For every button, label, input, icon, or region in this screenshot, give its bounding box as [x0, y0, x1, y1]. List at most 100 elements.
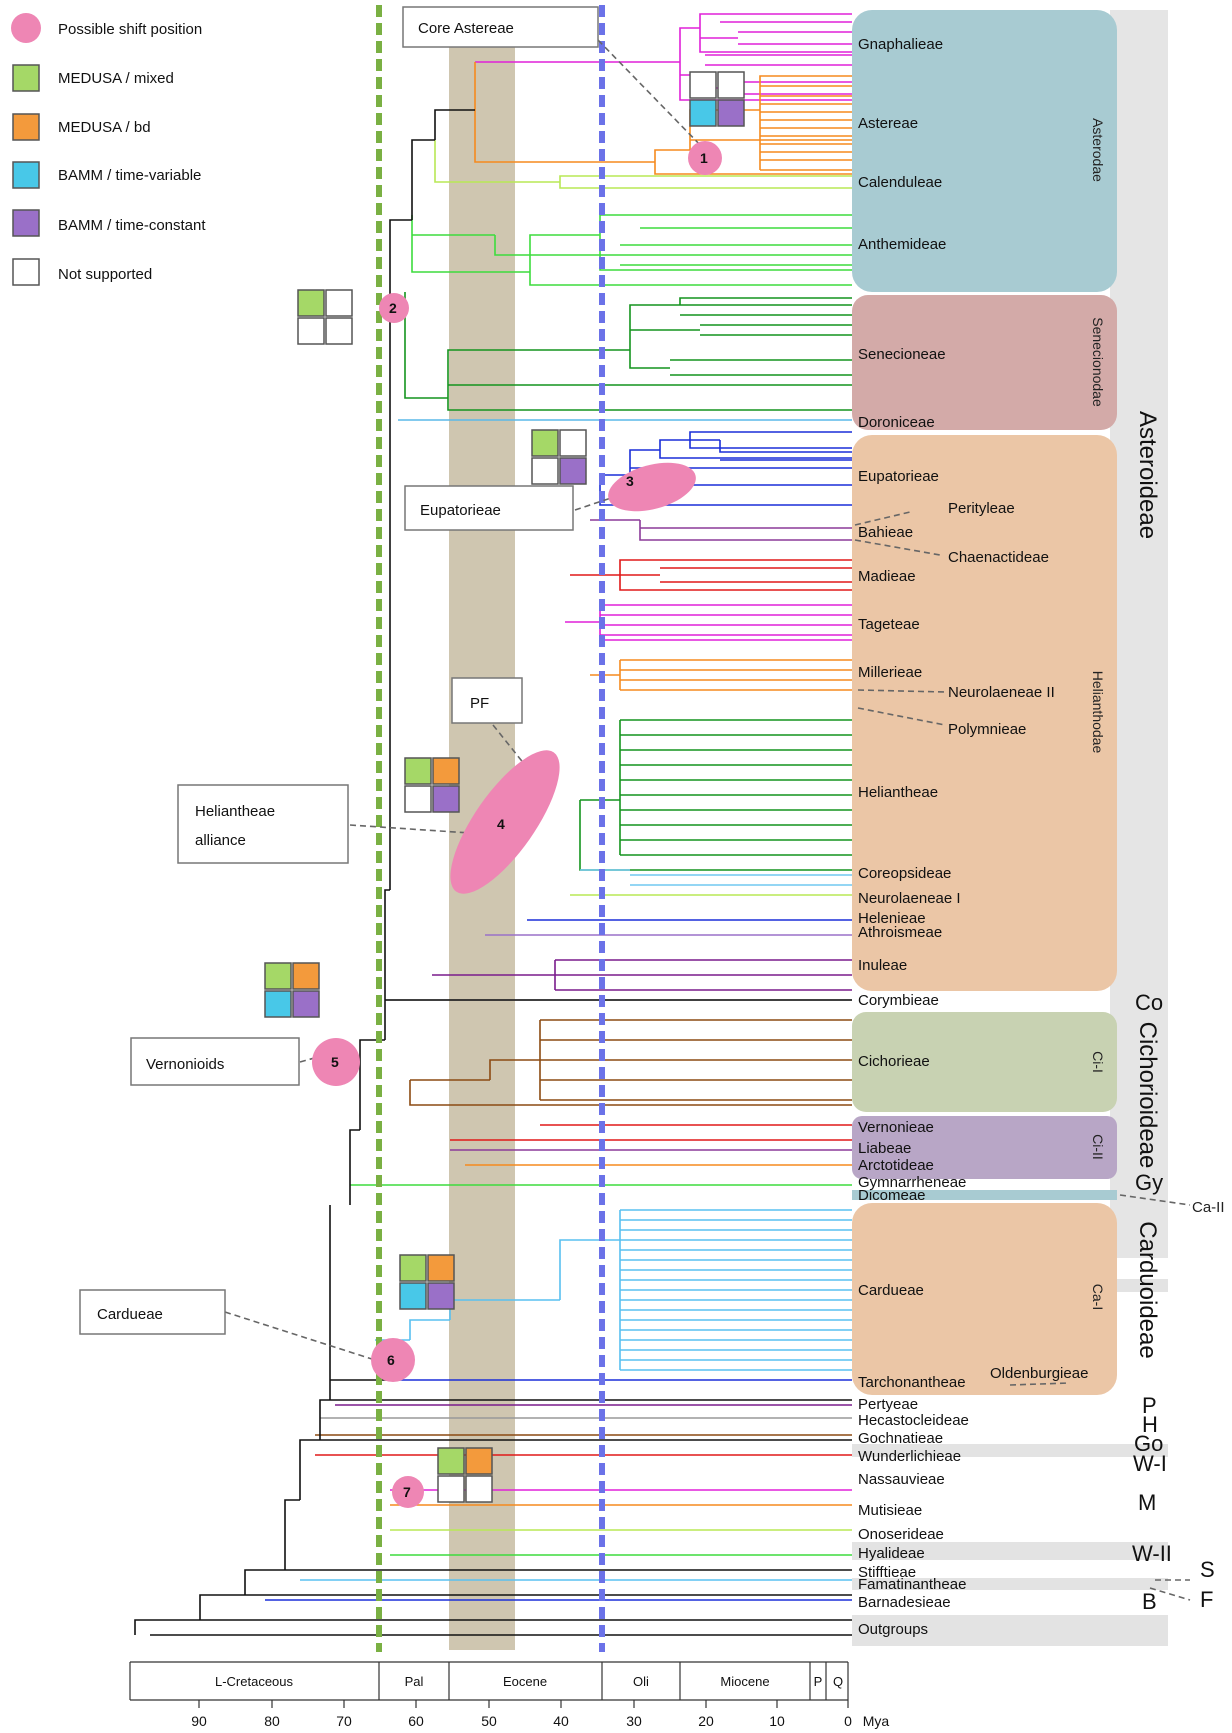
supertribe-senecionodae: Senecionodae [1090, 317, 1106, 407]
tick-60: 60 [408, 1713, 424, 1729]
support-set-7 [437, 1447, 493, 1503]
callout-heliantheae-alliance-line1: Heliantheae [195, 803, 275, 820]
callout-cardueae: Cardueae [97, 1306, 163, 1323]
period-pliocene: P [814, 1674, 823, 1689]
callout-eupatorieae: Eupatorieae [420, 502, 501, 519]
tribe-perityleae: Perityleae [948, 500, 1015, 517]
ca-i-box [852, 1203, 1117, 1395]
shift-number-6: 6 [387, 1352, 395, 1368]
backbone [134, 109, 852, 1636]
supertribe-ca-i: Ca-I [1090, 1284, 1106, 1310]
helianthodae-box [852, 435, 1117, 991]
tribe-onoserideae: Onoserideae [858, 1526, 944, 1543]
legend-label-bamm-variable: BAMM / time-variable [58, 167, 201, 184]
callout-eupatorieae-box [404, 485, 574, 531]
tribe-tageteae: Tageteae [858, 616, 920, 633]
callout-core-astereae-box [402, 6, 599, 48]
millerieae-clade [590, 659, 852, 691]
subfamily-f: F [1200, 1587, 1213, 1612]
famatinantheae-band [852, 1578, 1168, 1590]
tribe-inuleae: Inuleae [858, 957, 907, 974]
callout-pf-box [451, 677, 523, 724]
tribe-bahieae: Bahieae [858, 524, 913, 541]
tribe-barnadesieae: Barnadesieae [858, 1594, 951, 1611]
subfamily-gy: Gy [1135, 1170, 1163, 1195]
callout-core-astereae: Core Astereae [418, 20, 514, 37]
support-set-4 [404, 757, 460, 813]
tribe-senecioneae: Senecioneae [858, 346, 946, 363]
shift-marker-3 [608, 462, 696, 512]
legend-shift-circle [11, 13, 41, 43]
tribe-stifftieae: Stifftieae [858, 1564, 916, 1581]
tribe-chaenactideae: Chaenactideae [948, 549, 1049, 566]
tribe-neurolaeneae-i: Neurolaeneae I [858, 890, 961, 907]
tribe-neurolaeneae-ii: Neurolaeneae II [948, 684, 1055, 701]
tribe-anthemideae: Anthemideae [858, 236, 946, 253]
asterodae-box [852, 10, 1117, 292]
hyalideae-band [852, 1542, 1168, 1560]
tribe-calenduleae: Calenduleae [858, 174, 942, 191]
tribe-polymnieae: Polymnieae [948, 721, 1026, 738]
support-set-3 [531, 429, 587, 485]
wunderlichieae-band [852, 1444, 1168, 1457]
support-set-6 [399, 1254, 455, 1310]
tribe-cichorieae: Cichorieae [858, 1053, 930, 1070]
subfamily-w-i: W-I [1133, 1451, 1167, 1476]
tribe-gochnatieae: Gochnatieae [858, 1430, 943, 1447]
tick-80: 80 [264, 1713, 280, 1729]
callout-heliantheae-alliance-box [177, 784, 349, 864]
gnaphalieae-clade [475, 13, 852, 101]
callout-pf: PF [470, 695, 489, 712]
tribe-mutisieae: Mutisieae [858, 1502, 922, 1519]
coreopsideae-clade [580, 869, 852, 886]
supertribe-labels: Asterodae Senecionodae Helianthodae Ci-I… [1090, 118, 1225, 1310]
subfamily-b: B [1142, 1589, 1157, 1614]
tribe-cardueae: Cardueae [858, 1282, 924, 1299]
shift-number-2: 2 [389, 300, 397, 316]
subfamily-go: Go [1134, 1431, 1163, 1456]
supertribe-helianthodae: Helianthodae [1090, 671, 1106, 754]
tribe-tarchonantheae: Tarchonantheae [858, 1374, 966, 1391]
tribe-heliantheae: Heliantheae [858, 784, 938, 801]
period-eocene: Eocene [503, 1674, 547, 1689]
shift-marker-2 [379, 293, 409, 323]
tribe-hecastocleideae: Hecastocleideae [858, 1412, 969, 1429]
shift-markers [312, 141, 722, 1508]
tribe-doroniceae: Doroniceae [858, 414, 935, 431]
tick-10: 10 [769, 1713, 785, 1729]
timescale: L-Cretaceous Pal Eocene Oli Miocene P Q … [129, 1661, 890, 1729]
inuleae-clade [432, 959, 852, 991]
shift-marker-6 [371, 1338, 415, 1382]
tribe-wunderlichieae: Wunderlichieae [858, 1448, 961, 1465]
support-squares [264, 71, 745, 1503]
tick-30: 30 [626, 1713, 642, 1729]
legend-label-not-supported: Not supported [58, 266, 152, 283]
subfamily-m: M [1138, 1490, 1156, 1515]
tribe-athroismeae: Athroismeae [858, 924, 942, 941]
callouts: Core Astereae Eupatorieae PF Heliantheae… [79, 6, 599, 1335]
subfamily-carduoideae: Carduoideae [1134, 1221, 1161, 1358]
calenduleae-clade [434, 140, 852, 189]
period-miocene: Miocene [720, 1674, 769, 1689]
support-set-1 [689, 71, 745, 127]
legend-label-bamm-constant: BAMM / time-constant [58, 217, 206, 234]
tageteae-clade [565, 604, 852, 641]
tribe-vernonieae: Vernonieae [858, 1119, 934, 1136]
tribe-labels: Gnaphalieae Astereae Calenduleae Anthemi… [858, 36, 1088, 1638]
tribe-pertyeae: Pertyeae [858, 1396, 918, 1413]
legend-label-medusa-mixed: MEDUSA / mixed [58, 70, 174, 87]
shift-number-1: 1 [700, 150, 708, 166]
tick-unit: Mya [863, 1713, 890, 1729]
legend-not-supported-square [12, 258, 40, 286]
tribe-gnaphalieae: Gnaphalieae [858, 36, 943, 53]
tribe-helenieae: Helenieae [858, 910, 926, 927]
callout-vernonioids-box [130, 1037, 300, 1086]
tribe-madieae: Madieae [858, 568, 916, 585]
tribe-arctotideae: Arctotideae [858, 1157, 934, 1174]
support-set-2 [297, 289, 353, 345]
tribe-dicomeae: Dicomeae [858, 1187, 926, 1204]
tick-0: 0 [844, 1713, 852, 1729]
subfamily-cichorioideae: Cichorioideae [1134, 1022, 1161, 1169]
subfamily-s: S [1200, 1557, 1215, 1582]
